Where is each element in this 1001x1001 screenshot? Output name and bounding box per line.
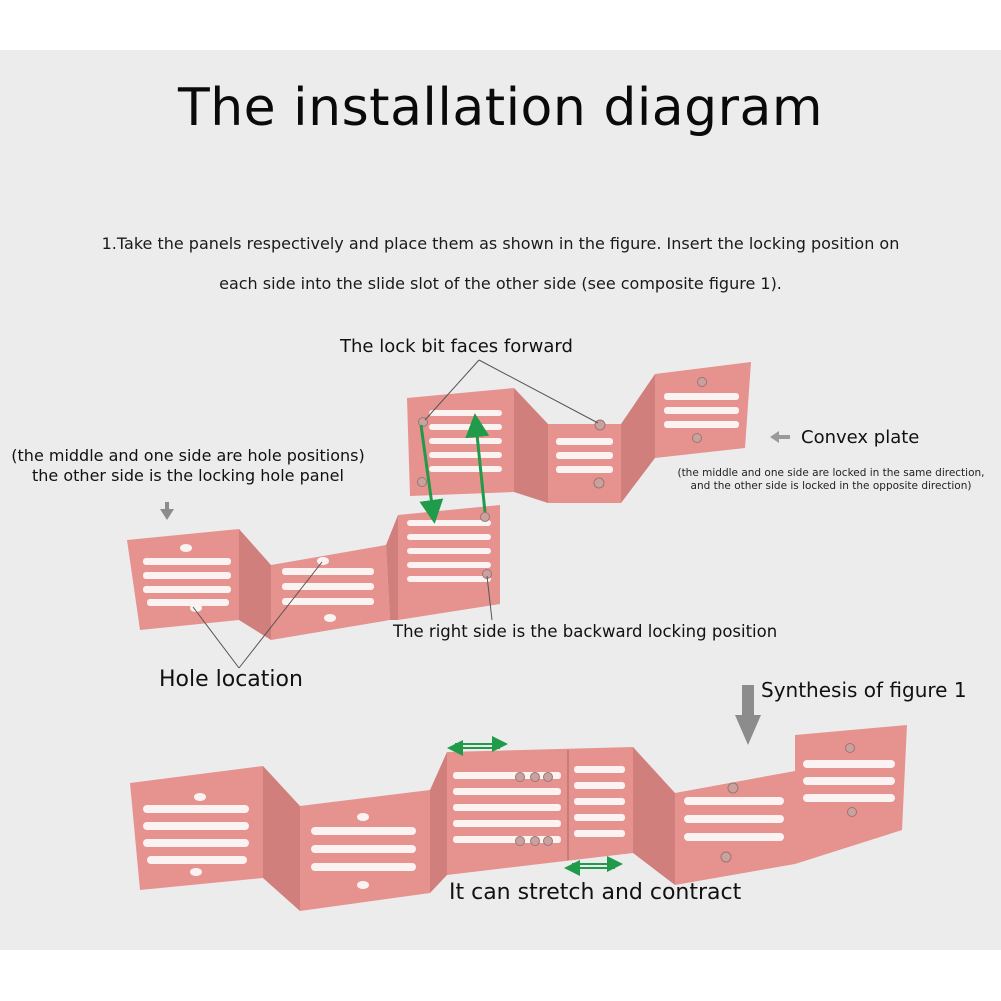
hole-panel-label: (the middle and one side are hole positi…: [10, 446, 366, 486]
leader-lines: [192, 359, 599, 669]
diagram-title: The installation diagram: [177, 78, 824, 138]
hole-panel: [127, 505, 500, 640]
synthesis-label: Synthesis of figure 1: [761, 678, 967, 702]
convex-note-line-2: and the other side is locked in the oppo…: [690, 480, 972, 492]
hole-location-label: Hole location: [159, 667, 303, 692]
insert-arrows: [419, 413, 490, 524]
stretch-label: It can stretch and contract: [449, 880, 742, 905]
instruction-line-2: each side into the slide slot of the oth…: [219, 274, 782, 293]
convex-plate-note: (the middle and one side are locked in t…: [676, 467, 986, 493]
synthesis-down-arrow-icon: [735, 685, 761, 745]
hole-panel-line-2: the other side is the locking hole panel: [32, 466, 344, 485]
right-side-label: The right side is the backward locking p…: [393, 622, 778, 641]
instruction-line-1: 1.Take the panels respectively and place…: [101, 234, 900, 253]
convex-plate-label: Convex plate: [801, 427, 920, 448]
composite-assembly: [130, 725, 907, 911]
left-arrow-icon: [770, 431, 790, 443]
convex-note-line-1: (the middle and one side are locked in t…: [677, 467, 985, 479]
down-arrow-icon: [160, 502, 174, 520]
lock-bit-label: The lock bit faces forward: [340, 336, 573, 357]
hole-panel-line-1: (the middle and one side are hole positi…: [11, 446, 365, 465]
